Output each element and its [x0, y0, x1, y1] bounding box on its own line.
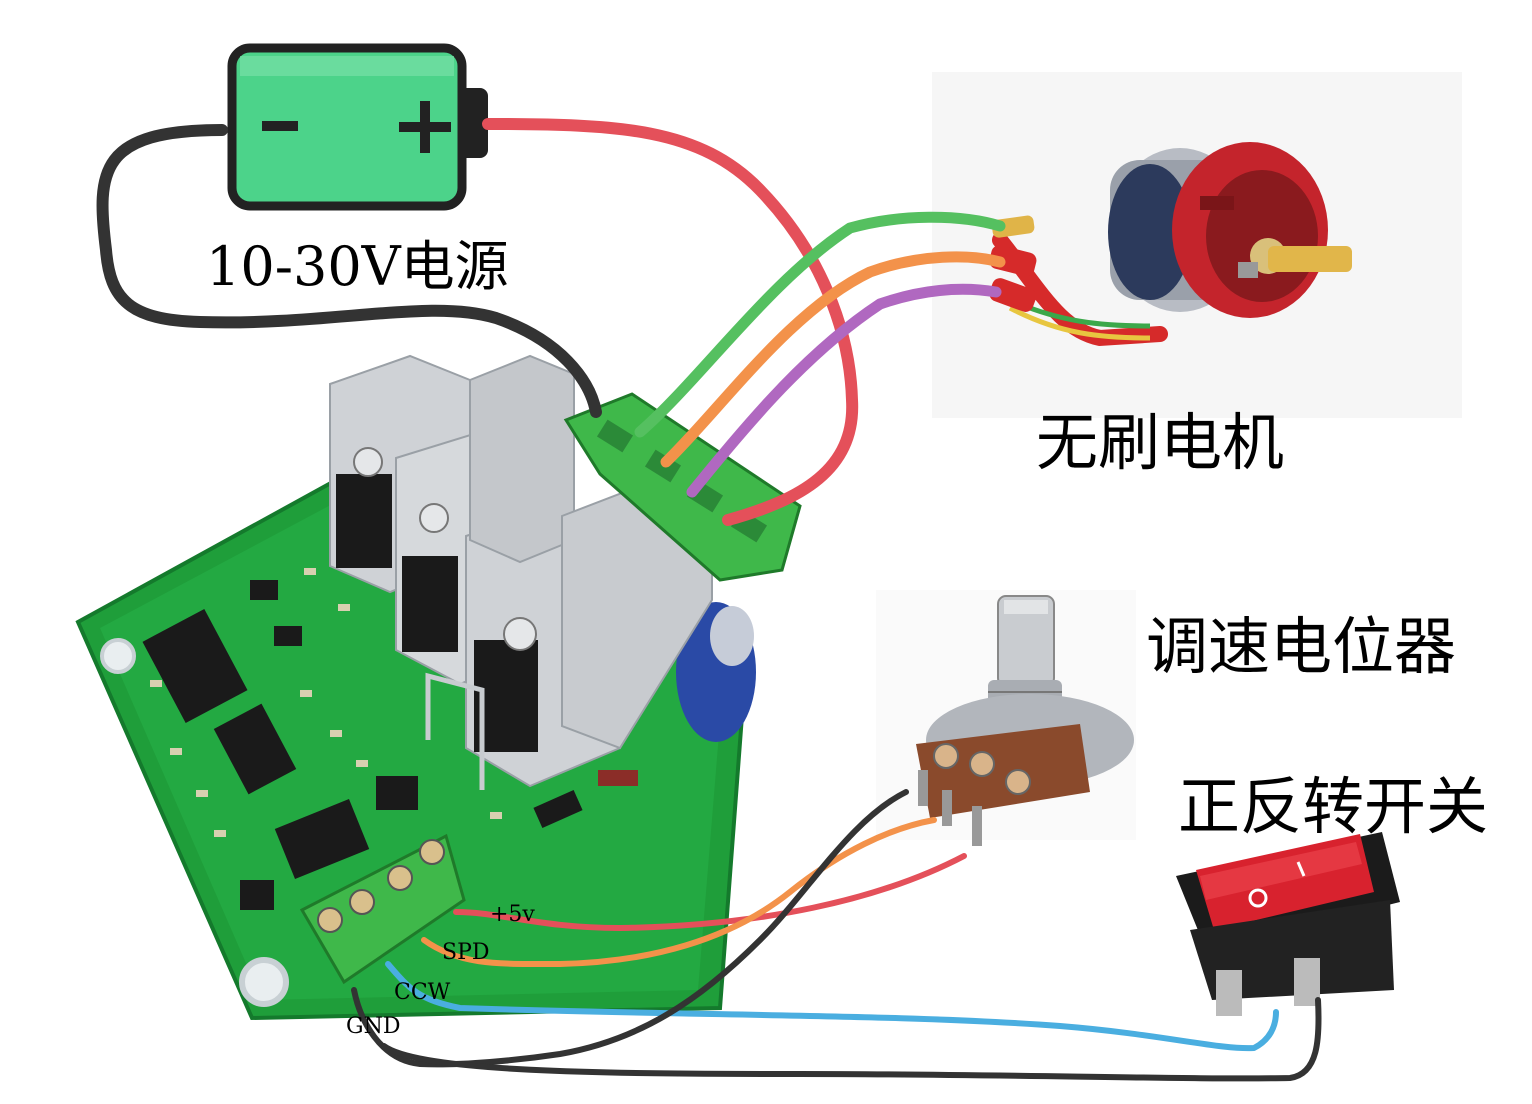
potentiometer-label: 调速电位器 — [1146, 610, 1457, 683]
pin-label-spd: SPD — [442, 940, 490, 965]
battery-icon — [227, 43, 488, 211]
wire-motor-phase-b — [660, 251, 1006, 468]
signal-terminal-block — [299, 833, 466, 985]
pin-label-ccw: CCW — [394, 980, 451, 1005]
wire-5v — [453, 853, 967, 931]
motor-label: 无刷电机 — [1036, 406, 1285, 479]
wire-gnd-switch — [381, 997, 1322, 1082]
power-label: 10-30V电源 — [206, 235, 509, 298]
bldc-driver-board — [75, 354, 802, 1021]
wire-motor-phase-a — [634, 211, 1006, 438]
wire-motor-phase-c — [686, 283, 1002, 498]
brushless-motor-image — [932, 72, 1462, 418]
pin-label-gnd: GND — [346, 1014, 401, 1039]
wire-battery-negative — [96, 124, 602, 418]
switch-label: 正反转开关 — [1178, 770, 1489, 843]
rocker-switch-image — [1176, 832, 1400, 1016]
battery-minus-icon — [262, 121, 298, 131]
wire-ccw — [385, 961, 1279, 1052]
heatsink-image — [329, 354, 713, 788]
wire-gnd — [351, 789, 909, 1068]
wire-battery-positive — [482, 118, 859, 526]
pin-label-5v: +5v — [490, 902, 535, 927]
capacitor-image — [676, 602, 756, 742]
wire-spd — [421, 817, 937, 968]
potentiometer-image — [876, 590, 1136, 846]
wires — [96, 118, 1322, 1082]
